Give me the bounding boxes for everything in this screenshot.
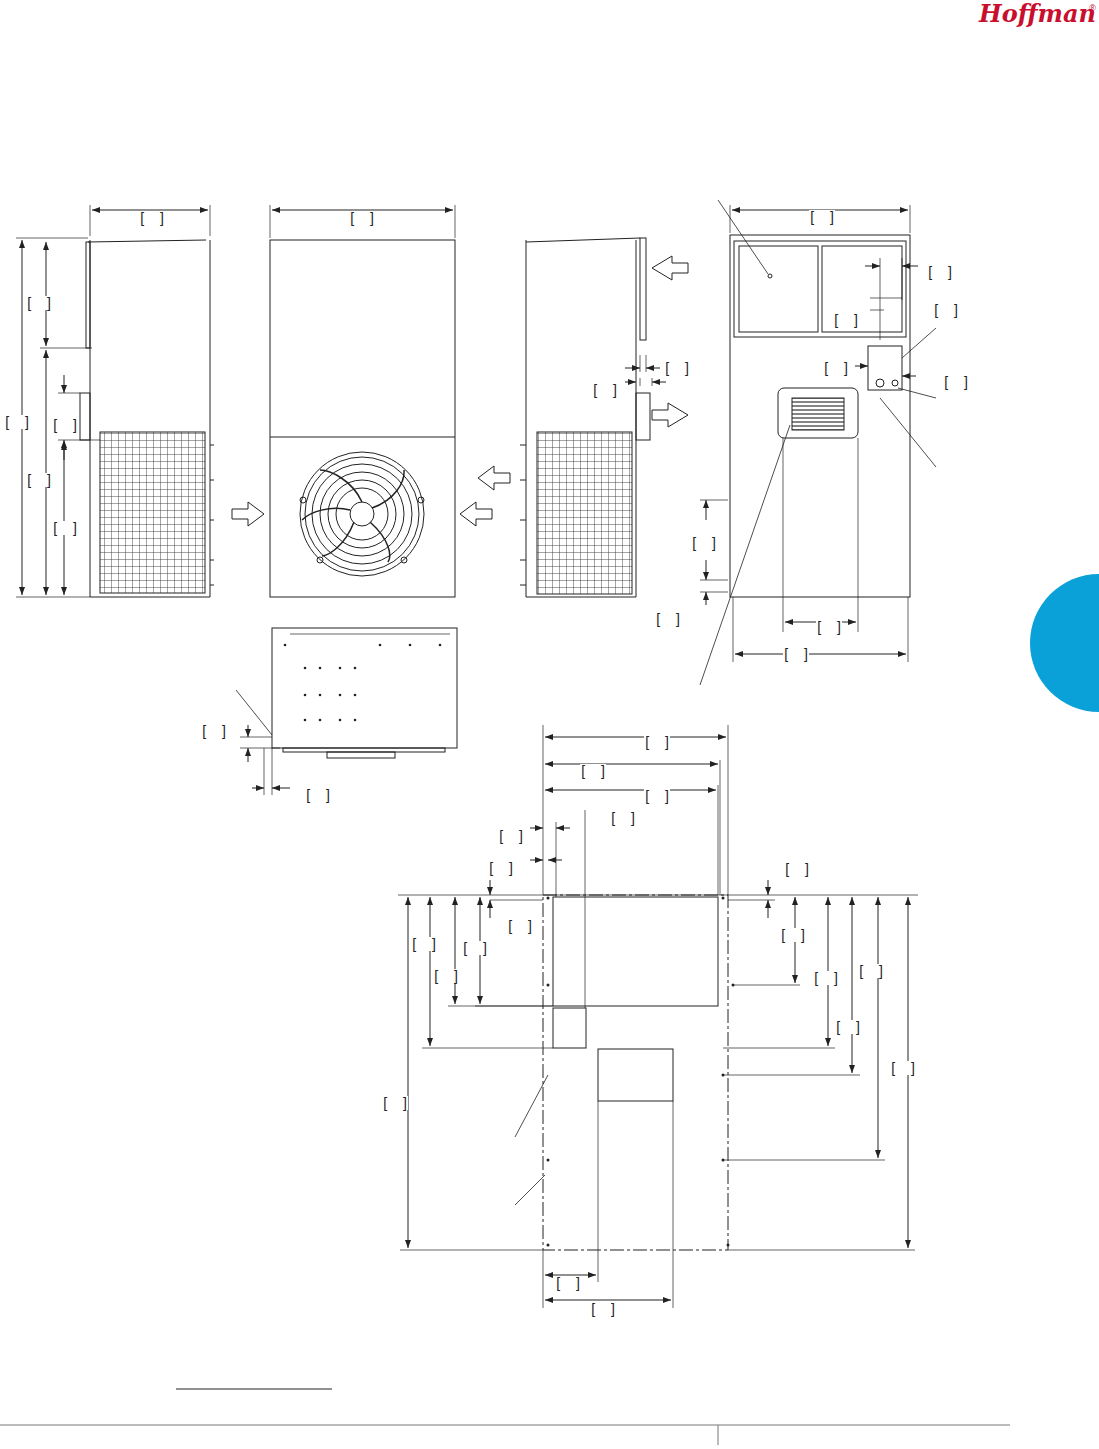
dimension-value: [ ] <box>858 964 884 978</box>
dimension-value: [ ] <box>823 361 849 375</box>
dimension-value: [ ] <box>644 735 670 749</box>
dimension-value: [ ] <box>139 211 165 225</box>
section-tab <box>1030 574 1099 712</box>
dimension-value: [ ] <box>813 971 839 985</box>
dimension-value: [ ] <box>809 210 835 224</box>
dimension-value: [ ] <box>943 375 969 389</box>
dimension-value: [ ] <box>580 764 606 778</box>
dimension-value: [ ] <box>592 383 618 397</box>
dimension-value: [ ] <box>780 928 806 942</box>
bottom-view <box>236 628 457 795</box>
brand-logo: Hoffman <box>978 2 1097 26</box>
dimension-value: [ ] <box>555 1276 581 1290</box>
dimension-value: [ ] <box>488 861 514 875</box>
dimension-value: [ ] <box>411 937 437 951</box>
dimension-value: [ ] <box>890 1061 916 1075</box>
trademark-mark: ® <box>1088 4 1097 13</box>
dimension-value: [ ] <box>933 303 959 317</box>
dimension-value: [ ] <box>349 211 375 225</box>
dimension-value: [ ] <box>4 415 30 429</box>
dimension-value: [ ] <box>655 612 681 626</box>
dimension-value: [ ] <box>507 919 533 933</box>
page-footer <box>0 1389 1010 1445</box>
dimension-value: [ ] <box>833 313 859 327</box>
dimension-value: [ ] <box>590 1302 616 1316</box>
dimension-value: [ ] <box>644 789 670 803</box>
side-view <box>478 238 688 597</box>
dimension-value: [ ] <box>462 941 488 955</box>
dimension-value: [ ] <box>835 1020 861 1034</box>
back-view <box>700 200 936 685</box>
dimension-value: [ ] <box>783 647 809 661</box>
dimension-value: [ ] <box>382 1096 408 1110</box>
dimension-value: [ ] <box>691 536 717 550</box>
dimension-value: [ ] <box>610 811 636 825</box>
dimension-value: [ ] <box>52 418 78 432</box>
dimension-value: [ ] <box>305 788 331 802</box>
dimension-value: [ ] <box>201 724 227 738</box>
dimension-value: [ ] <box>433 969 459 983</box>
front-view <box>232 205 492 597</box>
dimension-value: [ ] <box>498 829 524 843</box>
dimension-value: [ ] <box>52 521 78 535</box>
dimension-value: [ ] <box>927 265 953 279</box>
dimension-value: [ ] <box>784 862 810 876</box>
dimension-value: [ ] <box>664 361 690 375</box>
side-view <box>16 205 214 597</box>
dimension-value: [ ] <box>816 620 842 634</box>
dimension-value: [ ] <box>26 473 52 487</box>
cutout-view <box>398 725 918 1308</box>
dimension-value: [ ] <box>26 296 52 310</box>
